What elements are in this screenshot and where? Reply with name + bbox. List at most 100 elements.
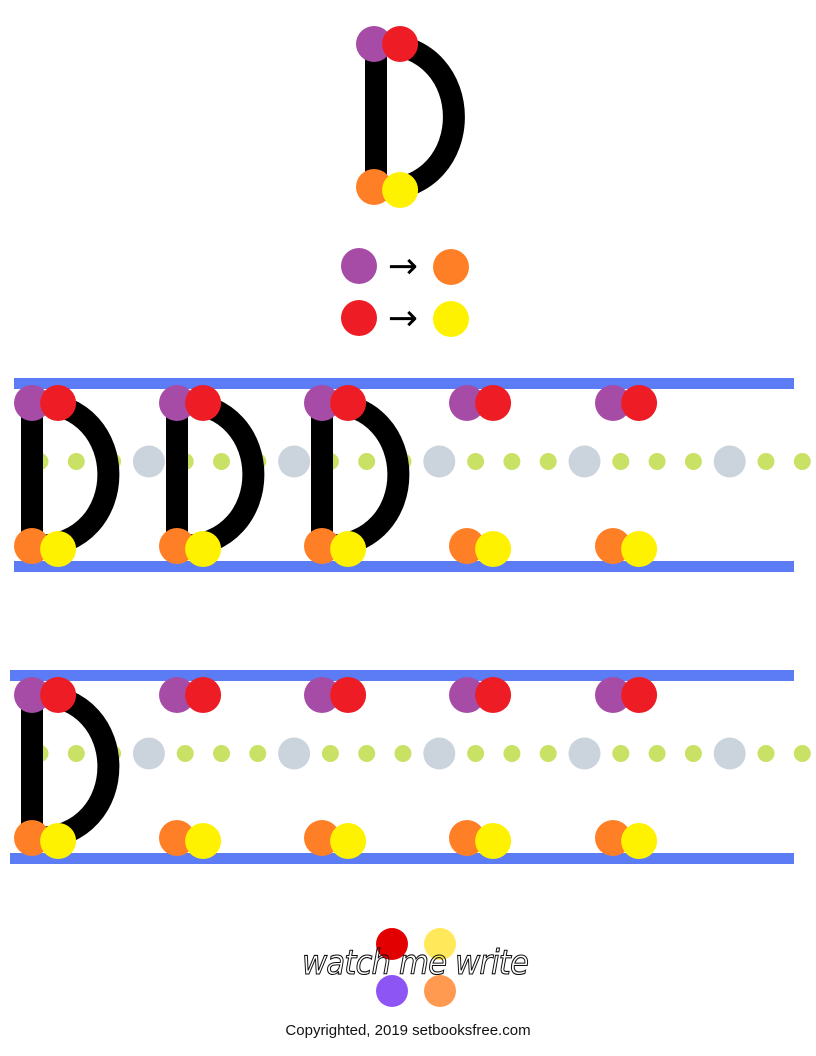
bottom-guide-line (14, 561, 794, 572)
traced-letter-d (21, 392, 120, 557)
end-dot-yellow (475, 823, 512, 859)
end-dot-orange (595, 820, 631, 856)
midline-big-dot (423, 737, 456, 770)
midline-big-dot (132, 737, 165, 770)
letter-d-stroke (365, 33, 465, 201)
logo-text: watch me write (302, 943, 528, 983)
midline-dot (684, 745, 702, 762)
midline-dot (648, 745, 666, 762)
practice-row-2 (10, 670, 811, 864)
start-dot-red (40, 677, 77, 713)
midline-big-dot (568, 445, 601, 478)
legend-to-dot-yellow (433, 301, 469, 337)
midline-dot (176, 745, 194, 762)
legend-from-dot-purple (341, 248, 377, 284)
letter-d-stroke (311, 392, 410, 557)
end-dot-yellow (330, 531, 367, 567)
practice-row-1 (14, 378, 811, 572)
end-dot-orange (14, 528, 50, 564)
midline-dot (503, 453, 521, 470)
midline-big-dot (568, 737, 601, 770)
midline-dot (67, 745, 85, 762)
top-guide-line (14, 378, 794, 389)
midline-dot (358, 453, 376, 470)
start-dot-purple (304, 677, 340, 713)
end-dot-yellow (185, 531, 222, 567)
end-dot-orange (304, 528, 340, 564)
midline-dot (394, 745, 412, 762)
top-guide-line (10, 670, 794, 681)
midline-dot (358, 745, 376, 762)
midline-dot (249, 745, 267, 762)
end-dot-yellow (475, 531, 512, 567)
midline-dot (612, 745, 630, 762)
end-dot-yellow (330, 823, 367, 859)
practice-cell (595, 385, 658, 567)
midline-dot (539, 745, 557, 762)
end-dot-orange (159, 820, 195, 856)
start-dot-purple (595, 677, 631, 713)
practice-cell (14, 385, 120, 567)
dotted-midline (31, 737, 811, 770)
start-dot-red (475, 677, 512, 713)
practice-cell (449, 677, 512, 859)
traced-letter-d (311, 392, 410, 557)
start-dot-red (621, 385, 658, 421)
letter-d-stroke (21, 684, 120, 849)
end-dot-orange (449, 528, 485, 564)
start-dot-purple (595, 385, 631, 421)
end-dot-orange (304, 820, 340, 856)
midline-dot (321, 745, 339, 762)
start-dot-purple (14, 385, 50, 421)
demo-letter-shape (365, 33, 465, 201)
midline-dot (757, 745, 775, 762)
start-dot-red (330, 677, 367, 713)
stroke-order-legend: →→ (341, 246, 469, 339)
midline-dot (467, 453, 485, 470)
midline-dot (539, 453, 557, 470)
end-dot-orange (356, 169, 392, 205)
midline-dot (612, 453, 630, 470)
dotted-midline (31, 445, 811, 478)
demo-letter-d (356, 26, 465, 208)
practice-rows (10, 378, 811, 864)
midline-dot (213, 745, 230, 762)
start-dot-red (475, 385, 512, 421)
midline-dot (503, 745, 521, 762)
legend-to-dot-orange (433, 249, 469, 285)
end-dot-orange (159, 528, 195, 564)
midline-dot (648, 453, 666, 470)
start-dot-red (330, 385, 367, 421)
midline-big-dot (278, 737, 311, 770)
logo-dot-yellow (424, 928, 456, 960)
practice-cell (449, 385, 512, 567)
midline-dot (67, 453, 85, 470)
letter-d-stroke (166, 392, 265, 557)
start-dot-red (382, 26, 419, 62)
end-dot-yellow (382, 172, 419, 208)
logo-dot-orange (424, 975, 456, 1007)
midline-dot (793, 745, 811, 762)
letter-d-stroke (21, 392, 120, 557)
start-dot-red (185, 385, 222, 421)
logo-dot-red (376, 928, 408, 960)
midline-dot (467, 745, 485, 762)
end-dot-orange (449, 820, 485, 856)
copyright-footer: Copyrighted, 2019 setbooksfree.com (285, 1022, 531, 1039)
midline-dot (213, 453, 230, 470)
end-dot-orange (595, 528, 631, 564)
start-dot-purple (356, 26, 392, 62)
start-dot-purple (159, 385, 195, 421)
start-dot-purple (449, 677, 485, 713)
midline-big-dot (713, 445, 746, 478)
midline-big-dot (423, 445, 456, 478)
practice-cell (304, 385, 410, 567)
end-dot-yellow (40, 531, 77, 567)
start-dot-purple (449, 385, 485, 421)
start-dot-red (185, 677, 222, 713)
midline-dot (757, 453, 775, 470)
watch-me-write-logo: watch me write (301, 928, 530, 1007)
midline-dot (684, 453, 702, 470)
midline-big-dot (713, 737, 746, 770)
practice-cell (14, 677, 120, 859)
